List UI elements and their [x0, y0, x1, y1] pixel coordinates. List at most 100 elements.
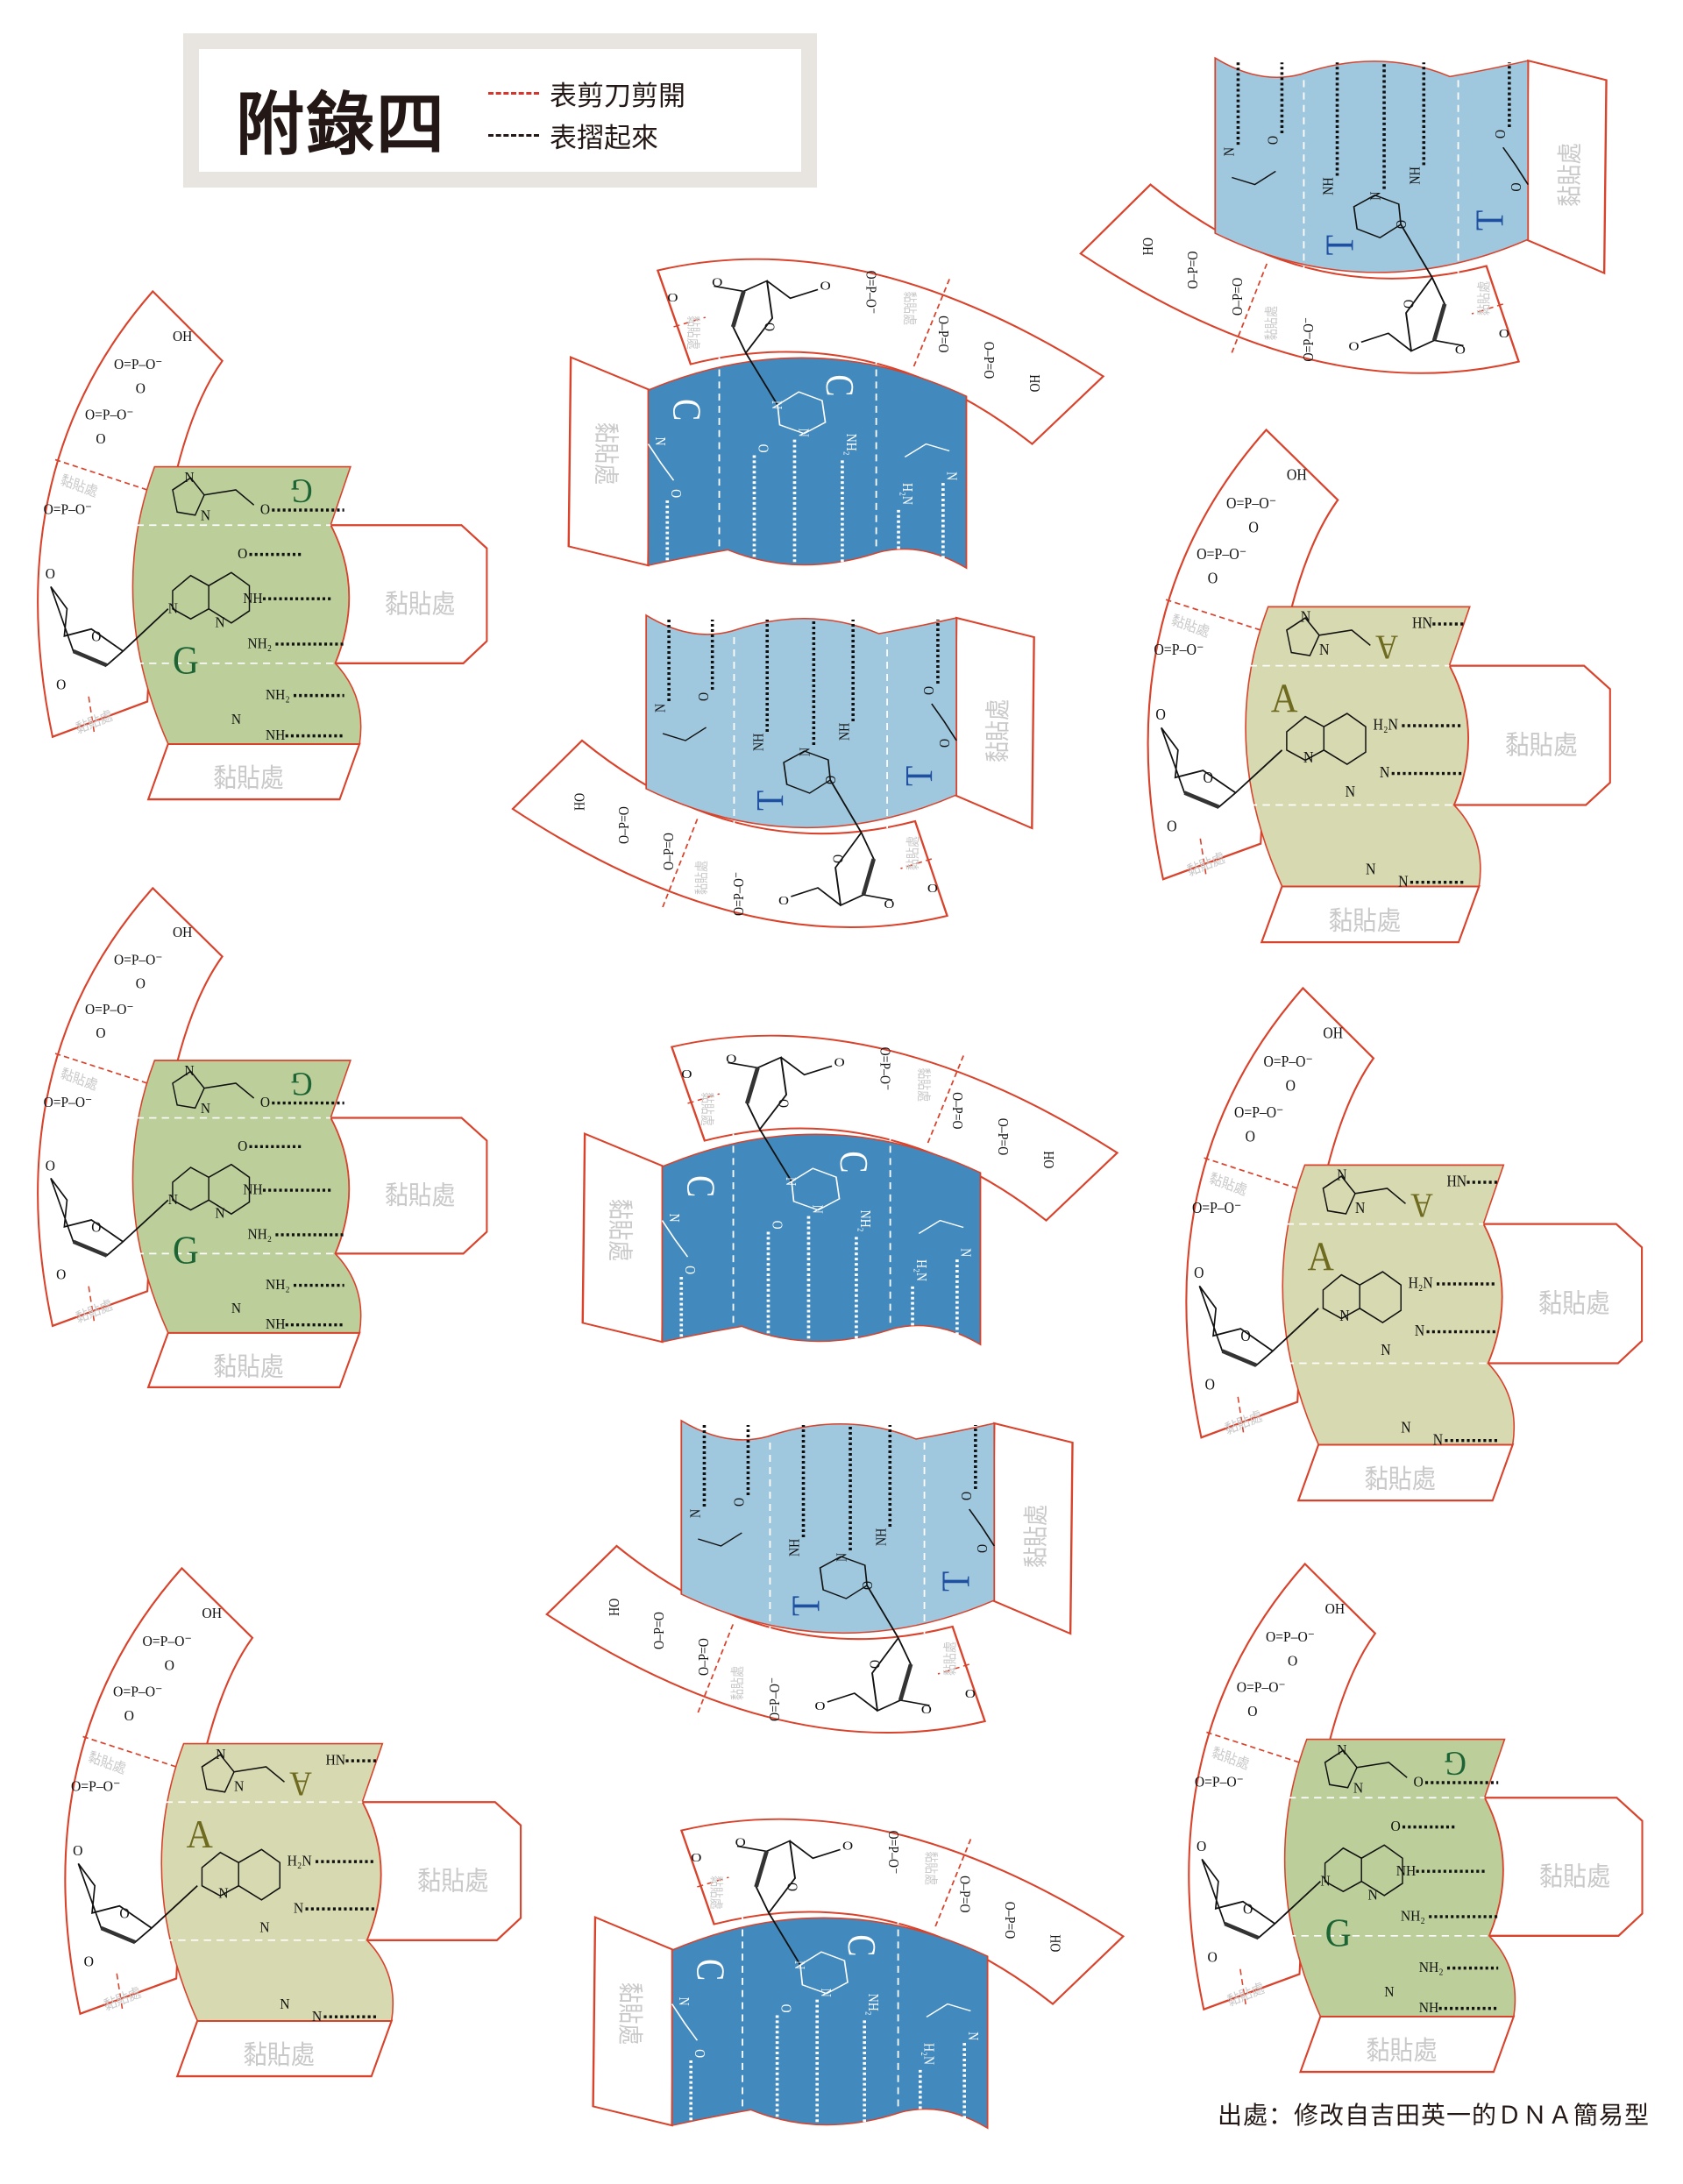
base-letter: C: [839, 1934, 883, 1956]
backbone-chem-label: O: [73, 1842, 82, 1860]
base-ring: [791, 1167, 841, 1211]
cut-line: [82, 1735, 177, 1768]
cut-line: [927, 1055, 964, 1145]
base-letter: T: [897, 766, 941, 786]
backbone-chem-label: OH: [1325, 1599, 1346, 1617]
backbone-chem-label: O: [1205, 1376, 1215, 1393]
base-ring: [1353, 194, 1402, 239]
base-letter-inverted: G: [1444, 1744, 1466, 1782]
base-chem-label: H₂N: [920, 2043, 937, 2065]
base-chem-label: N: [216, 1745, 225, 1762]
base-chem-label: N: [795, 429, 812, 437]
base-letter-inverted: G: [290, 1066, 312, 1103]
cut-line: [88, 696, 96, 733]
base-panel: [1245, 606, 1481, 888]
base-panel: [160, 1742, 394, 2022]
base-chem-label: N: [234, 1777, 244, 1795]
backbone-chem-label: O: [96, 429, 105, 447]
base-chem-label: NH₂: [247, 1226, 272, 1243]
base-ring: [1324, 1844, 1403, 1897]
base-letter: T: [1319, 235, 1363, 255]
backbone-chem-label: O: [761, 323, 778, 331]
base-chem-label: O: [682, 1266, 699, 1274]
backbone-chem-label: O=P–O⁻: [114, 355, 162, 372]
glue-label: 黏貼處: [385, 1181, 455, 1210]
base-ring: [172, 1163, 251, 1216]
base-chem-label: N: [184, 1062, 194, 1079]
cut-line: [1231, 262, 1268, 353]
backbone-strip: [670, 1034, 1119, 1223]
base-chem-label: O: [696, 692, 712, 701]
sugar-wedge-bond: [898, 1663, 913, 1701]
base-letter-inverted: A: [1410, 1187, 1433, 1224]
glue-label: 黏貼處: [385, 589, 455, 620]
base-chem-label: N: [168, 1191, 178, 1208]
backbone-chem-label: O=P–O⁻: [85, 1001, 133, 1018]
base-chem-label: NH₂: [865, 1994, 882, 2016]
sugar-wedge-bond: [730, 290, 746, 328]
backbone-chem-label: O–P=O: [935, 316, 952, 352]
partner-base-ring: [1232, 146, 1530, 186]
sugar-wedge-bond: [744, 1067, 760, 1104]
backbone-chem-label: O: [1194, 1264, 1204, 1281]
base-panel: [131, 1060, 362, 1334]
cut-line: [1199, 838, 1207, 875]
base-chem-label: N: [943, 472, 960, 480]
base-chem-label: N: [1380, 764, 1389, 782]
base-chem-label: O: [1493, 130, 1509, 138]
nucleotide-piece-T: 黏貼處黏貼處黏貼處OOOO=P–O⁻O–P=OO–P=OHOOONHNONHON…: [1079, 56, 1608, 374]
backbone-chem-label: O–P=O: [995, 1118, 1012, 1155]
backbone-chem-label: O: [56, 676, 66, 693]
base-chem-label: N: [666, 1214, 683, 1223]
cut-line: [937, 1663, 970, 1675]
cut-line: [687, 1093, 721, 1104]
base-chem-label: N: [1222, 147, 1238, 156]
base-chem-label: N: [312, 2007, 322, 2024]
backbone-chem-label: O–P=O: [696, 1638, 712, 1676]
cut-line: [934, 1839, 972, 1928]
base-chem-label: O: [1413, 1773, 1423, 1790]
partner-base-ring: [661, 1219, 964, 1258]
backbone-chem-label: O–P=O: [616, 806, 632, 844]
cut-line: [1165, 599, 1261, 631]
backbone-chem-label: OH: [1287, 466, 1307, 484]
backbone-strip: [656, 258, 1105, 446]
backbone-chem-label: O: [1499, 327, 1509, 341]
backbone-chem-label: O=P–O⁻: [71, 1777, 120, 1795]
backbone-chem-label: O=P–O⁻: [44, 1094, 92, 1110]
base-chem-label: O: [1390, 1817, 1400, 1834]
backbone-chem-label: O–P=O: [651, 1612, 667, 1649]
backbone-chem-label: O–P=O: [1002, 1902, 1019, 1939]
legend-fold: 表摺起來: [488, 116, 658, 155]
base-chem-label: N: [218, 1884, 228, 1902]
cut-line: [697, 1876, 729, 1888]
glue-label: 黏貼處: [1329, 905, 1402, 936]
base-ring: [201, 1848, 280, 1901]
backbone-chem-label: O=P–O⁻: [1192, 1199, 1241, 1216]
base-panel: [1214, 56, 1530, 273]
backbone-chem-label: OH: [1323, 1025, 1343, 1042]
backbone-chem-label: O=P–O⁻: [767, 1677, 783, 1721]
base-letter: T: [935, 1571, 979, 1592]
base-chem-label: N: [1433, 1431, 1443, 1449]
backbone-chem-label: O: [96, 1025, 105, 1041]
base-chem-label: N: [1355, 1199, 1365, 1216]
glue-label: 黏貼處: [694, 861, 710, 895]
glue-label: 黏貼處: [1538, 1287, 1609, 1319]
base-chem-label: N: [201, 1100, 210, 1117]
base-chem-label: O: [1394, 220, 1410, 229]
base-chem-label: N: [280, 1995, 289, 2012]
backbone-chem-label: O: [1246, 1128, 1255, 1145]
base-chem-label: NH: [836, 723, 852, 741]
backbone-chem-label: O=P–O⁻: [863, 271, 879, 315]
backbone-chem-label: O–P=O: [1185, 251, 1201, 288]
sugar-wedge-bond: [1183, 791, 1220, 810]
backbone-chem-label: O=P–O⁻: [1226, 494, 1276, 512]
base-panel: [671, 1917, 989, 2130]
backbone-chem-label: O=P–O⁻: [1197, 545, 1246, 563]
base-chem-label: N: [1384, 1982, 1394, 2000]
base-chem-label: O: [260, 500, 270, 518]
base-chem-label: N: [1301, 608, 1310, 626]
